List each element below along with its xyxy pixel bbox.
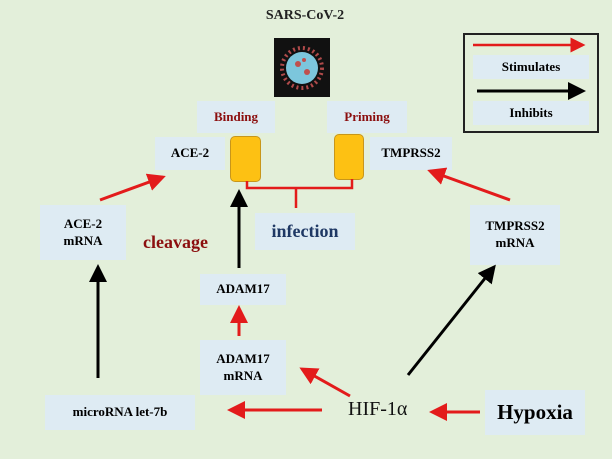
- microrna-label: microRNA let-7b: [72, 404, 168, 420]
- ace2-label: ACE-2: [170, 145, 210, 161]
- arrow-hif-to-adam17mrna: [299, 367, 351, 398]
- adam17-mrna-label-line2: mRNA: [223, 367, 263, 383]
- tmprss2-mrna-label-line1: TMPRSS2: [485, 218, 545, 234]
- arrow-tmprss2mrna-to-tmprss2: [427, 167, 511, 202]
- hypoxia-label: Hypoxia: [497, 399, 573, 424]
- hypoxia-node: Hypoxia: [485, 390, 585, 435]
- legend-inhibits-box: Inhibits: [473, 101, 589, 125]
- diagram-title: SARS-CoV-2: [265, 8, 345, 23]
- arrow-hif-to-tmprss2mrna: [406, 264, 496, 376]
- ace2-receptor-shape: [230, 136, 261, 182]
- cleavage-label: cleavage: [143, 232, 208, 252]
- legend-stimulates-box: Stimulates: [473, 55, 589, 79]
- arrow-ace2mrna-to-ace2: [99, 173, 166, 202]
- tmprss2-receptor-shape: [334, 134, 364, 180]
- microrna-node: microRNA let-7b: [45, 395, 195, 430]
- infection-node: infection: [255, 213, 355, 250]
- tmprss2-mrna-label-line2: mRNA: [495, 235, 535, 250]
- ace2-mrna-label-line1: ACE-2: [63, 215, 103, 231]
- adam17-node: ADAM17: [200, 274, 286, 305]
- ace2-mrna-label-line2: mRNA: [63, 232, 103, 248]
- tmprss2-label: TMPRSS2: [381, 145, 441, 161]
- adam17-mrna-label-line1: ADAM17: [216, 350, 270, 366]
- tmprss2-node: TMPRSS2: [370, 137, 452, 170]
- legend-arrows: [473, 37, 586, 100]
- legend-stimulates-label: Stimulates: [501, 58, 561, 74]
- legend-inhibits-label: Inhibits: [509, 104, 553, 120]
- ace2-node: ACE-2: [155, 137, 225, 170]
- priming-label: Priming: [344, 108, 390, 124]
- infection-label: infection: [271, 220, 339, 241]
- hif-node: HIF-1α: [348, 398, 408, 420]
- infection-connector: [245, 179, 354, 208]
- binding-label-box: Binding: [197, 101, 275, 133]
- adam17-label: ADAM17: [216, 281, 270, 297]
- priming-label-box: Priming: [327, 101, 407, 133]
- virus-icon: [280, 46, 324, 90]
- binding-label: Binding: [213, 108, 259, 124]
- virus-image: [274, 38, 330, 97]
- legend: Stimulates Inhibits: [463, 33, 599, 133]
